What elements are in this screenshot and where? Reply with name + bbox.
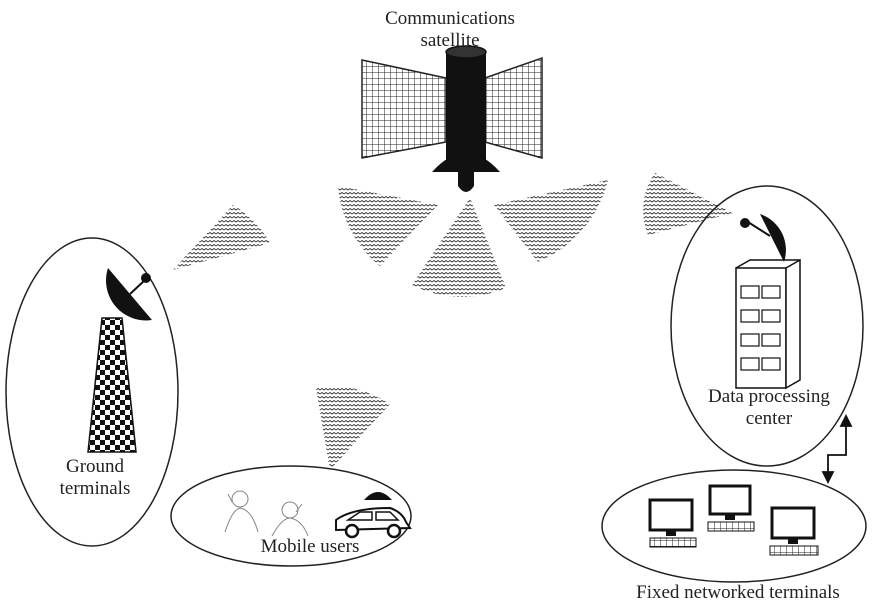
ground-terminals-label: Ground terminals [30, 456, 160, 500]
building-windows [740, 285, 781, 371]
communications-satellite [361, 45, 543, 192]
ground-label-line2: terminals [59, 478, 131, 499]
fixed-terminals-ellipse [601, 469, 867, 583]
satellite-bulb-icon [458, 172, 474, 192]
car-dish-icon [364, 492, 392, 500]
ground-terminals-ellipse [5, 237, 179, 547]
data-center-group [670, 185, 864, 467]
beam-satellite-right [494, 180, 608, 262]
right-solar-panel [484, 56, 543, 159]
computer-icon-3 [769, 506, 819, 556]
computer-icon-1 [648, 498, 697, 548]
satellite-label-line2: satellite [420, 30, 480, 51]
ground-terminals-group [5, 237, 179, 547]
car-icon [335, 492, 412, 539]
satellite-body [446, 52, 486, 172]
ground-dish-icon [106, 268, 152, 321]
signal-beams [173, 173, 733, 470]
data-center-label-line2: center [745, 408, 793, 429]
person-on-phone-icon [224, 490, 259, 533]
fixed-terminals-label: Fixed networked terminals [636, 582, 840, 603]
mobile-users-group [170, 465, 412, 567]
beam-datacenter-link [643, 173, 733, 235]
person-on-phone-icon-2 [271, 501, 309, 537]
satellite-dish [432, 153, 500, 172]
beam-satellite-down [412, 198, 506, 297]
building-side [785, 258, 801, 390]
left-solar-panel [361, 59, 447, 159]
beam-satellite-left [338, 186, 438, 266]
ground-label-line1: Ground [65, 456, 125, 477]
data-center-dish-icon [760, 214, 786, 262]
satellite-label-line1: Communications [385, 8, 515, 29]
network-link-arrow [821, 413, 853, 485]
data-center-label: Data processing center [684, 386, 854, 430]
data-center-label-line1: Data processing [708, 386, 830, 407]
beam-ground-link [173, 205, 270, 270]
satellite-label: Communications satellite [340, 8, 560, 52]
beam-mobile-link [316, 386, 390, 470]
satellite-top [445, 45, 487, 59]
mobile-users-label: Mobile users [260, 536, 360, 557]
computer-icon-2 [707, 484, 755, 532]
fixed-terminals-group [601, 469, 867, 583]
mobile-users-ellipse [170, 465, 412, 567]
ground-tower [87, 317, 137, 453]
data-center-ellipse [670, 185, 864, 467]
